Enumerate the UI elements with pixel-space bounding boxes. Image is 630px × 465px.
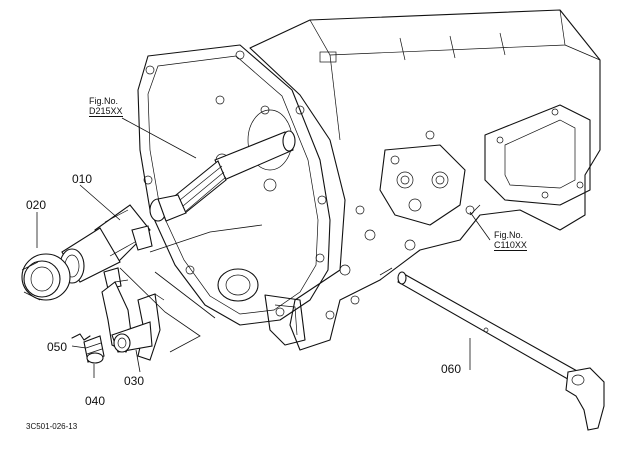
part-060-rod <box>397 271 605 431</box>
part-020-bearing <box>21 253 71 301</box>
label-010[interactable]: 010 <box>72 172 93 186</box>
part-050-spring <box>71 333 91 341</box>
fig-ref-d215[interactable]: Fig.No. D215XX <box>89 96 123 117</box>
fig-ref-d215-line2: D215XX <box>89 106 123 117</box>
fig-ref-c110-line2: C110XX <box>494 240 527 251</box>
clutch-housing <box>137 44 331 326</box>
fig-ref-d215-line1: Fig.No. <box>89 96 119 106</box>
leader-lines <box>36 117 491 378</box>
label-050[interactable]: 050 <box>47 340 68 354</box>
label-020[interactable]: 020 <box>26 198 47 212</box>
transmission-case <box>249 9 601 351</box>
input-shaft <box>149 130 296 222</box>
part-030-fork <box>101 279 165 361</box>
label-030[interactable]: 030 <box>124 374 145 388</box>
drawing-code: 3C501-026-13 <box>26 422 78 431</box>
label-060[interactable]: 060 <box>441 362 462 376</box>
part-040-bolt <box>83 335 105 364</box>
fig-ref-c110-line1: Fig.No. <box>494 230 524 240</box>
fig-ref-c110[interactable]: Fig.No. C110XX <box>494 230 527 251</box>
part-010-sleeve <box>59 204 153 290</box>
label-040[interactable]: 040 <box>85 394 106 408</box>
